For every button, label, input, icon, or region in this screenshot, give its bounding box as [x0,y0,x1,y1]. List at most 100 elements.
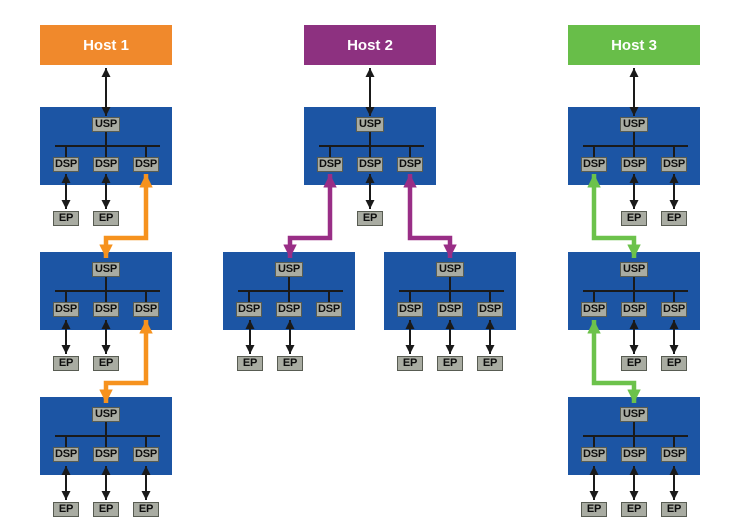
bus-drop [409,146,411,157]
usp-label: USP [92,407,120,422]
dsp-label: DSP [397,157,423,172]
ep-label: EP [477,356,503,371]
host1-switch-tier3: USP DSP DSP DSP [40,397,172,475]
dsp-label: DSP [661,447,687,462]
bus-drop [369,146,371,157]
dsp-label: DSP [53,157,79,172]
bus-line [55,290,160,292]
bus-drop [65,291,67,302]
dsp-label: DSP [621,302,647,317]
bus-drop [673,291,675,302]
bus-line [238,290,343,292]
bus-drop [105,291,107,302]
bus-drop [673,436,675,447]
host2-switch-right: USP DSP DSP DSP [384,252,516,330]
ep-label: EP [581,502,607,517]
ep-label: EP [621,502,647,517]
bus-drop [145,436,147,447]
bus-drop [633,146,635,157]
dsp-label: DSP [236,302,262,317]
usp-label: USP [436,262,464,277]
ep-label: EP [93,211,119,226]
ep-label: EP [93,356,119,371]
bus-drop [633,436,635,447]
dsp-label: DSP [621,157,647,172]
dsp-label: DSP [133,447,159,462]
ep-label: EP [397,356,423,371]
bus-drop [145,146,147,157]
bus-drop [65,146,67,157]
usp-label: USP [92,117,120,132]
host2-switch-top: USP DSP DSP DSP [304,107,436,185]
bus-stem [105,132,107,145]
bus-line [399,290,504,292]
host3-switch-tier2: USP DSP DSP DSP [568,252,700,330]
dsp-label: DSP [133,302,159,317]
bus-drop [449,291,451,302]
ep-label: EP [621,211,647,226]
bus-drop [633,291,635,302]
bus-stem [633,277,635,290]
bus-drop [328,291,330,302]
bus-drop [593,291,595,302]
bus-line [55,435,160,437]
host2-label: Host 2 [347,36,393,54]
dsp-label: DSP [621,447,647,462]
bus-stem [449,277,451,290]
bus-drop [593,146,595,157]
bus-drop [329,146,331,157]
usp-label: USP [620,117,648,132]
bus-stem [369,132,371,145]
cascade-link-arrows [99,174,641,403]
bus-stem [633,132,635,145]
dsp-label: DSP [581,157,607,172]
ep-label: EP [437,356,463,371]
dsp-label: DSP [397,302,423,317]
dsp-label: DSP [53,302,79,317]
host1-switch-tier2: USP DSP DSP DSP [40,252,172,330]
dsp-label: DSP [93,302,119,317]
host1-box: Host 1 [40,25,172,65]
bus-line [55,145,160,147]
bus-drop [673,146,675,157]
ep-label: EP [661,211,687,226]
ep-label: EP [133,502,159,517]
dsp-label: DSP [477,302,503,317]
bus-drop [105,146,107,157]
arrow-purple-link-2 [403,174,457,258]
dsp-label: DSP [93,447,119,462]
ep-label: EP [661,356,687,371]
arrow-purple-link-1 [283,174,337,258]
ep-label: EP [53,502,79,517]
bus-drop [105,436,107,447]
bus-drop [409,291,411,302]
dsp-label: DSP [316,302,342,317]
bus-drop [145,291,147,302]
bus-stem [288,277,290,290]
host1-label: Host 1 [83,36,129,54]
bus-drop [248,291,250,302]
dsp-label: DSP [437,302,463,317]
bus-line [319,145,424,147]
bus-stem [105,422,107,435]
dsp-label: DSP [276,302,302,317]
bus-drop [593,436,595,447]
dsp-label: DSP [133,157,159,172]
usp-label: USP [620,262,648,277]
dsp-label: DSP [53,447,79,462]
host3-label: Host 3 [611,36,657,54]
dsp-label: DSP [581,302,607,317]
ep-label: EP [93,502,119,517]
dsp-label: DSP [661,157,687,172]
bus-drop [489,291,491,302]
ep-label: EP [621,356,647,371]
ep-label: EP [661,502,687,517]
ep-label: EP [277,356,303,371]
bus-line [583,435,688,437]
bus-line [583,145,688,147]
host1-switch-tier1: USP DSP DSP DSP [40,107,172,185]
ep-label: EP [237,356,263,371]
ep-label: EP [53,356,79,371]
host3-switch-tier1: USP DSP DSP DSP [568,107,700,185]
